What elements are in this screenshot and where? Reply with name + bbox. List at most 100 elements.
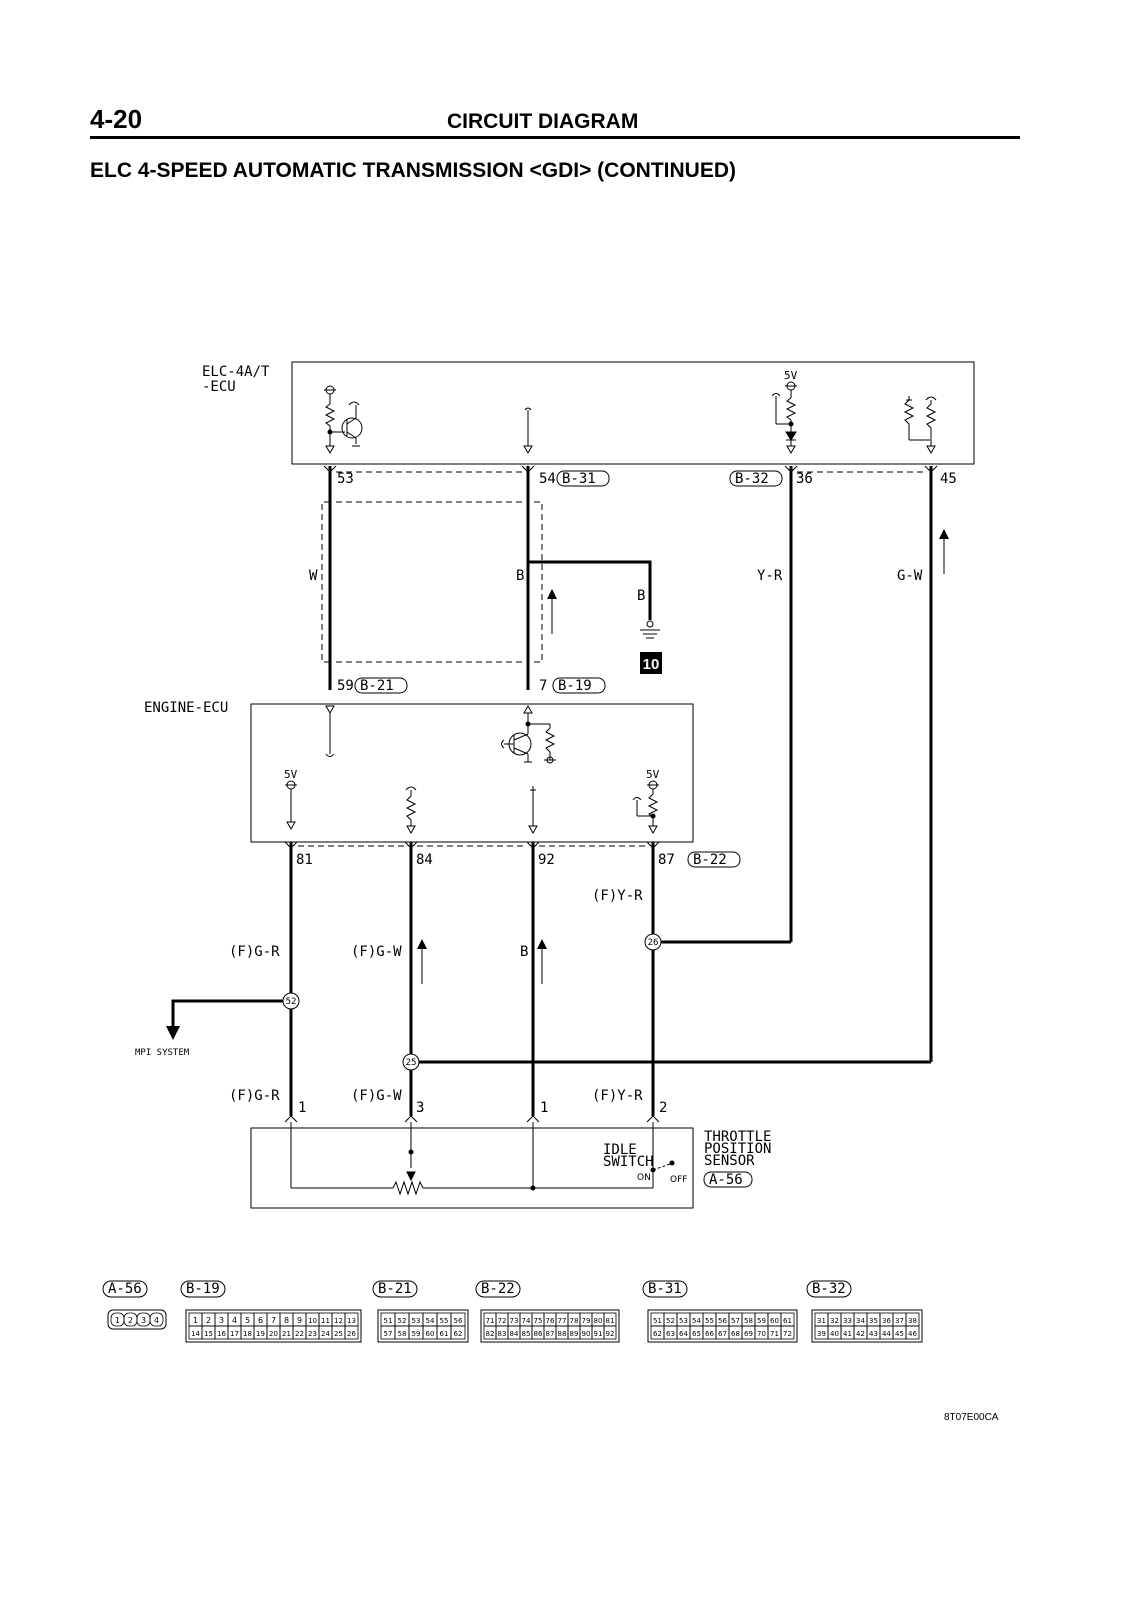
ground-number-badge — [640, 652, 662, 674]
engine-pin-markers — [284, 841, 660, 849]
wire-g-w: G-W — [897, 568, 923, 584]
legend-pin: 54 — [426, 1317, 435, 1325]
legend-pin: 9 — [297, 1316, 302, 1325]
section-title: CIRCUIT DIAGRAM — [447, 110, 639, 133]
engine-ecu: ENGINE-ECU 5V — [144, 700, 694, 843]
legend-pin: 53 — [412, 1317, 421, 1325]
tps-label-2: POSITION — [704, 1141, 771, 1157]
wire-fgw: (F)G-W — [351, 944, 402, 960]
legend-pin: 57 — [731, 1317, 740, 1325]
legend-pin: 58 — [398, 1330, 407, 1338]
tps-label-3: SENSOR — [704, 1153, 755, 1169]
tps-pin-2: 2 — [659, 1100, 667, 1116]
legend-pin: 4 — [154, 1316, 159, 1325]
legend-pin: 56 — [718, 1317, 727, 1325]
connector-b21-inline: B-21 — [360, 678, 394, 694]
legend-pin: 71 — [486, 1317, 495, 1325]
legend-pin: 20 — [269, 1330, 278, 1338]
legend-pin: 53 — [679, 1317, 688, 1325]
legend-pin: 21 — [282, 1330, 291, 1338]
legend-pin: 11 — [321, 1317, 330, 1325]
wires — [171, 466, 933, 1116]
engine-ecu-label: ENGINE-ECU — [144, 700, 228, 716]
pin-36: 36 — [796, 471, 813, 487]
wire-fyr: (F)Y-R — [592, 888, 643, 904]
junction-26: 26 — [648, 938, 659, 948]
legend-pin: 61 — [783, 1317, 792, 1325]
wire-b: B — [516, 568, 524, 584]
legend-pin: 90 — [582, 1330, 591, 1338]
legend-pin: 63 — [666, 1330, 675, 1338]
connector-b31-inline: B-31 — [562, 471, 596, 487]
legend-pin: 45 — [895, 1330, 904, 1338]
legend-pin: 24 — [321, 1330, 330, 1338]
junction-52: 52 — [286, 997, 297, 1007]
wire-fyr-2: (F)Y-R — [592, 1088, 643, 1104]
legend-pin: 80 — [594, 1317, 603, 1325]
legend-pin: 13 — [347, 1317, 356, 1325]
legend-pin: 7 — [271, 1316, 276, 1325]
legend-label: B-21 — [378, 1281, 412, 1297]
legend-pin: 55 — [440, 1317, 449, 1325]
idle-switch-label-2: SWITCH — [603, 1154, 654, 1170]
elc-ecu-label-2: -ECU — [202, 379, 236, 395]
legend-pin: 68 — [731, 1330, 740, 1338]
legend-pin: 15 — [204, 1330, 213, 1338]
ground-icon — [640, 620, 660, 639]
header-rule — [90, 136, 1020, 139]
legend-pin: 23 — [308, 1330, 317, 1338]
junctions: 26 52 25 — [282, 933, 662, 1071]
shield-lines — [298, 471, 925, 847]
engine-5v-label-2: 5V — [646, 768, 660, 781]
elc-ecu: ELC-4A/T -ECU 5V — [202, 361, 975, 465]
legend-pin: 51 — [384, 1317, 393, 1325]
pin-54: 54 — [539, 471, 556, 487]
legend-pin: 72 — [498, 1317, 507, 1325]
legend-pin: 78 — [570, 1317, 579, 1325]
legend-label: B-31 — [648, 1281, 682, 1297]
legend-pin: 14 — [191, 1330, 200, 1338]
legend-pin: 43 — [869, 1330, 878, 1338]
legend-pin: 70 — [757, 1330, 766, 1338]
legend-pin: 86 — [534, 1330, 543, 1338]
tps-pin-markers — [284, 1115, 660, 1123]
legend-pin: 31 — [817, 1317, 826, 1325]
legend-label: B-22 — [481, 1281, 515, 1297]
legend-pin: 52 — [666, 1317, 675, 1325]
legend-pin: 52 — [398, 1317, 407, 1325]
legend-pin: 58 — [744, 1317, 753, 1325]
legend-pin: 39 — [817, 1330, 826, 1338]
legend-pin: 76 — [546, 1317, 555, 1325]
legend-pin: 8 — [284, 1316, 289, 1325]
legend-pin: 85 — [522, 1330, 531, 1338]
legend-pin: 66 — [705, 1330, 714, 1338]
wire-y-r: Y-R — [757, 568, 783, 584]
wire-fgr-2: (F)G-R — [229, 1088, 280, 1104]
throttle-position-sensor: IDLE SWITCH ON OFF THROTTLE POSITION SEN… — [250, 1122, 771, 1209]
legend-pin: 74 — [522, 1317, 531, 1325]
legend-pin: 1 — [193, 1316, 198, 1325]
legend-label: B-32 — [812, 1281, 846, 1297]
legend-pin: 56 — [454, 1317, 463, 1325]
junction-25: 25 — [406, 1058, 417, 1068]
legend-pin: 18 — [243, 1330, 252, 1338]
idle-on-label: ON — [637, 1173, 651, 1183]
engine-ecu-bottom-pins: 81 84 92 87 B-22 — [296, 851, 741, 868]
legend-pin: 61 — [440, 1330, 449, 1338]
wire-labels-upper: W B B Y-R G-W — [309, 568, 923, 604]
legend-label: B-19 — [186, 1281, 220, 1297]
legend-pin: 83 — [498, 1330, 507, 1338]
tps-pin-1: 1 — [298, 1100, 306, 1116]
legend-pin: 19 — [256, 1330, 265, 1338]
legend-pin: 35 — [869, 1317, 878, 1325]
page-number: 4-20 — [90, 104, 143, 134]
wire-fgr: (F)G-R — [229, 944, 280, 960]
legend-pin: 36 — [882, 1317, 891, 1325]
wire-b-lower: B — [520, 944, 528, 960]
legend-pin: 67 — [718, 1330, 727, 1338]
engine-ecu-top-pins: 59 B-21 7 B-19 — [337, 677, 606, 694]
wire-labels-lower: (F)Y-R (F)G-R (F)G-W B (F)G-R (F)G-W (F)… — [229, 888, 643, 1104]
pin-53: 53 — [337, 471, 354, 487]
